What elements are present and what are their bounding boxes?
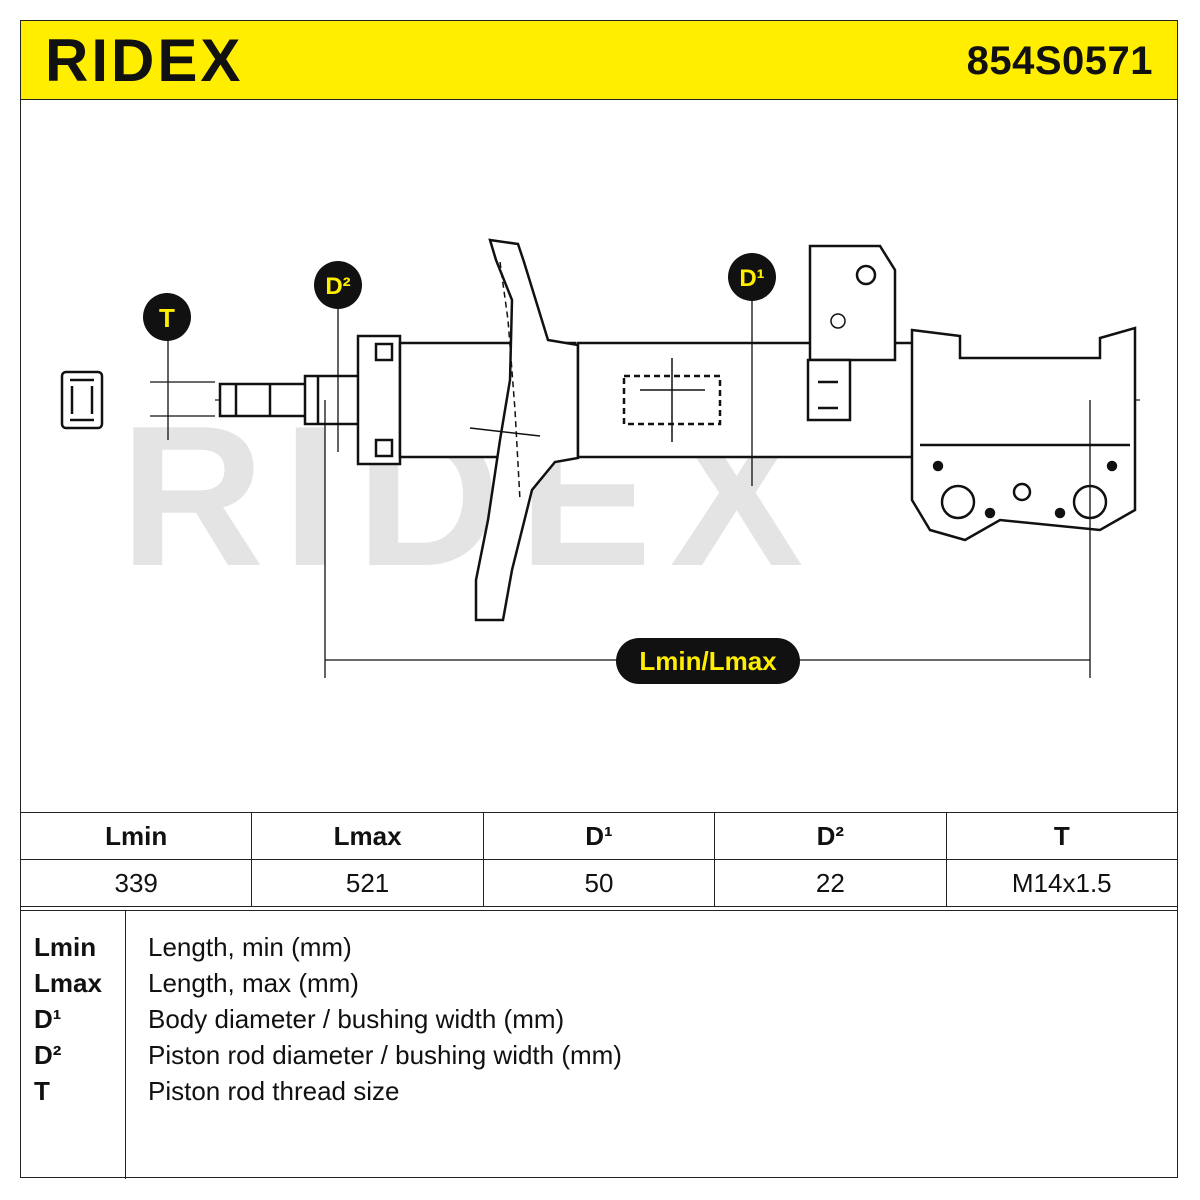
bracket-upper xyxy=(806,244,897,422)
spec-value-lmax: 521 xyxy=(251,859,484,907)
header-bar: RIDEX 854S0571 xyxy=(20,20,1178,100)
svg-text:Lmin/Lmax: Lmin/Lmax xyxy=(639,646,777,676)
svg-text:D²: D² xyxy=(325,273,350,300)
legend-key: Lmax xyxy=(34,968,102,998)
legend-item: Lmin Length, min (mm) xyxy=(20,929,1178,965)
part-number: 854S0571 xyxy=(966,39,1153,83)
specs-table: Lmin Lmax D¹ D² T 339 521 50 22 M14x1.5 xyxy=(19,812,1179,907)
legend-desc: Piston rod diameter / bushing width (mm) xyxy=(148,1040,622,1070)
legend-key: D² xyxy=(34,1040,62,1070)
spec-value-d2: 22 xyxy=(714,859,947,907)
label-T: T xyxy=(143,293,191,341)
legend-desc: Length, min (mm) xyxy=(148,932,352,962)
technical-drawing: RIDEX xyxy=(20,100,1178,812)
specs-header-row: Lmin Lmax D¹ D² T xyxy=(19,812,1179,860)
legend-item: T Piston rod thread size xyxy=(20,1073,1178,1109)
spec-value-t: M14x1.5 xyxy=(945,859,1179,907)
legend-desc: Body diameter / bushing width (mm) xyxy=(148,1004,565,1034)
spec-header-lmax: Lmax xyxy=(251,812,484,860)
legend-desc: Piston rod thread size xyxy=(148,1076,400,1106)
spec-value-d1: 50 xyxy=(482,859,716,907)
legend-divider xyxy=(125,911,126,1179)
legend: Lmin Length, min (mm) Lmax Length, max (… xyxy=(20,910,1178,1179)
piston-rod xyxy=(218,374,362,426)
legend-key: Lmin xyxy=(34,932,97,962)
spring-seat xyxy=(474,238,580,622)
legend-item: D² Piston rod diameter / bushing width (… xyxy=(20,1037,1178,1073)
legend-desc: Length, max (mm) xyxy=(148,968,359,998)
label-D1: D¹ xyxy=(728,253,776,301)
legend-key: T xyxy=(34,1076,50,1106)
specs-value-row: 339 521 50 22 M14x1.5 xyxy=(19,859,1179,907)
svg-text:D¹: D¹ xyxy=(739,265,764,292)
legend-key: D¹ xyxy=(34,1004,62,1034)
spec-header-t: T xyxy=(945,812,1179,860)
legend-item: D¹ Body diameter / bushing width (mm) xyxy=(20,1001,1178,1037)
svg-text:T: T xyxy=(159,303,175,333)
nut-icon xyxy=(60,370,104,430)
knuckle-bracket xyxy=(910,326,1137,542)
spec-header-d1: D¹ xyxy=(482,812,716,860)
label-D2: D² xyxy=(314,261,362,309)
brand-logo: RIDEX xyxy=(45,27,244,94)
spec-value-lmin: 339 xyxy=(19,859,253,907)
label-length: Lmin/Lmax xyxy=(616,638,800,684)
legend-item: Lmax Length, max (mm) xyxy=(20,965,1178,1001)
strut-body xyxy=(576,341,916,459)
spec-header-lmin: Lmin xyxy=(19,812,253,860)
spec-header-d2: D² xyxy=(714,812,947,860)
